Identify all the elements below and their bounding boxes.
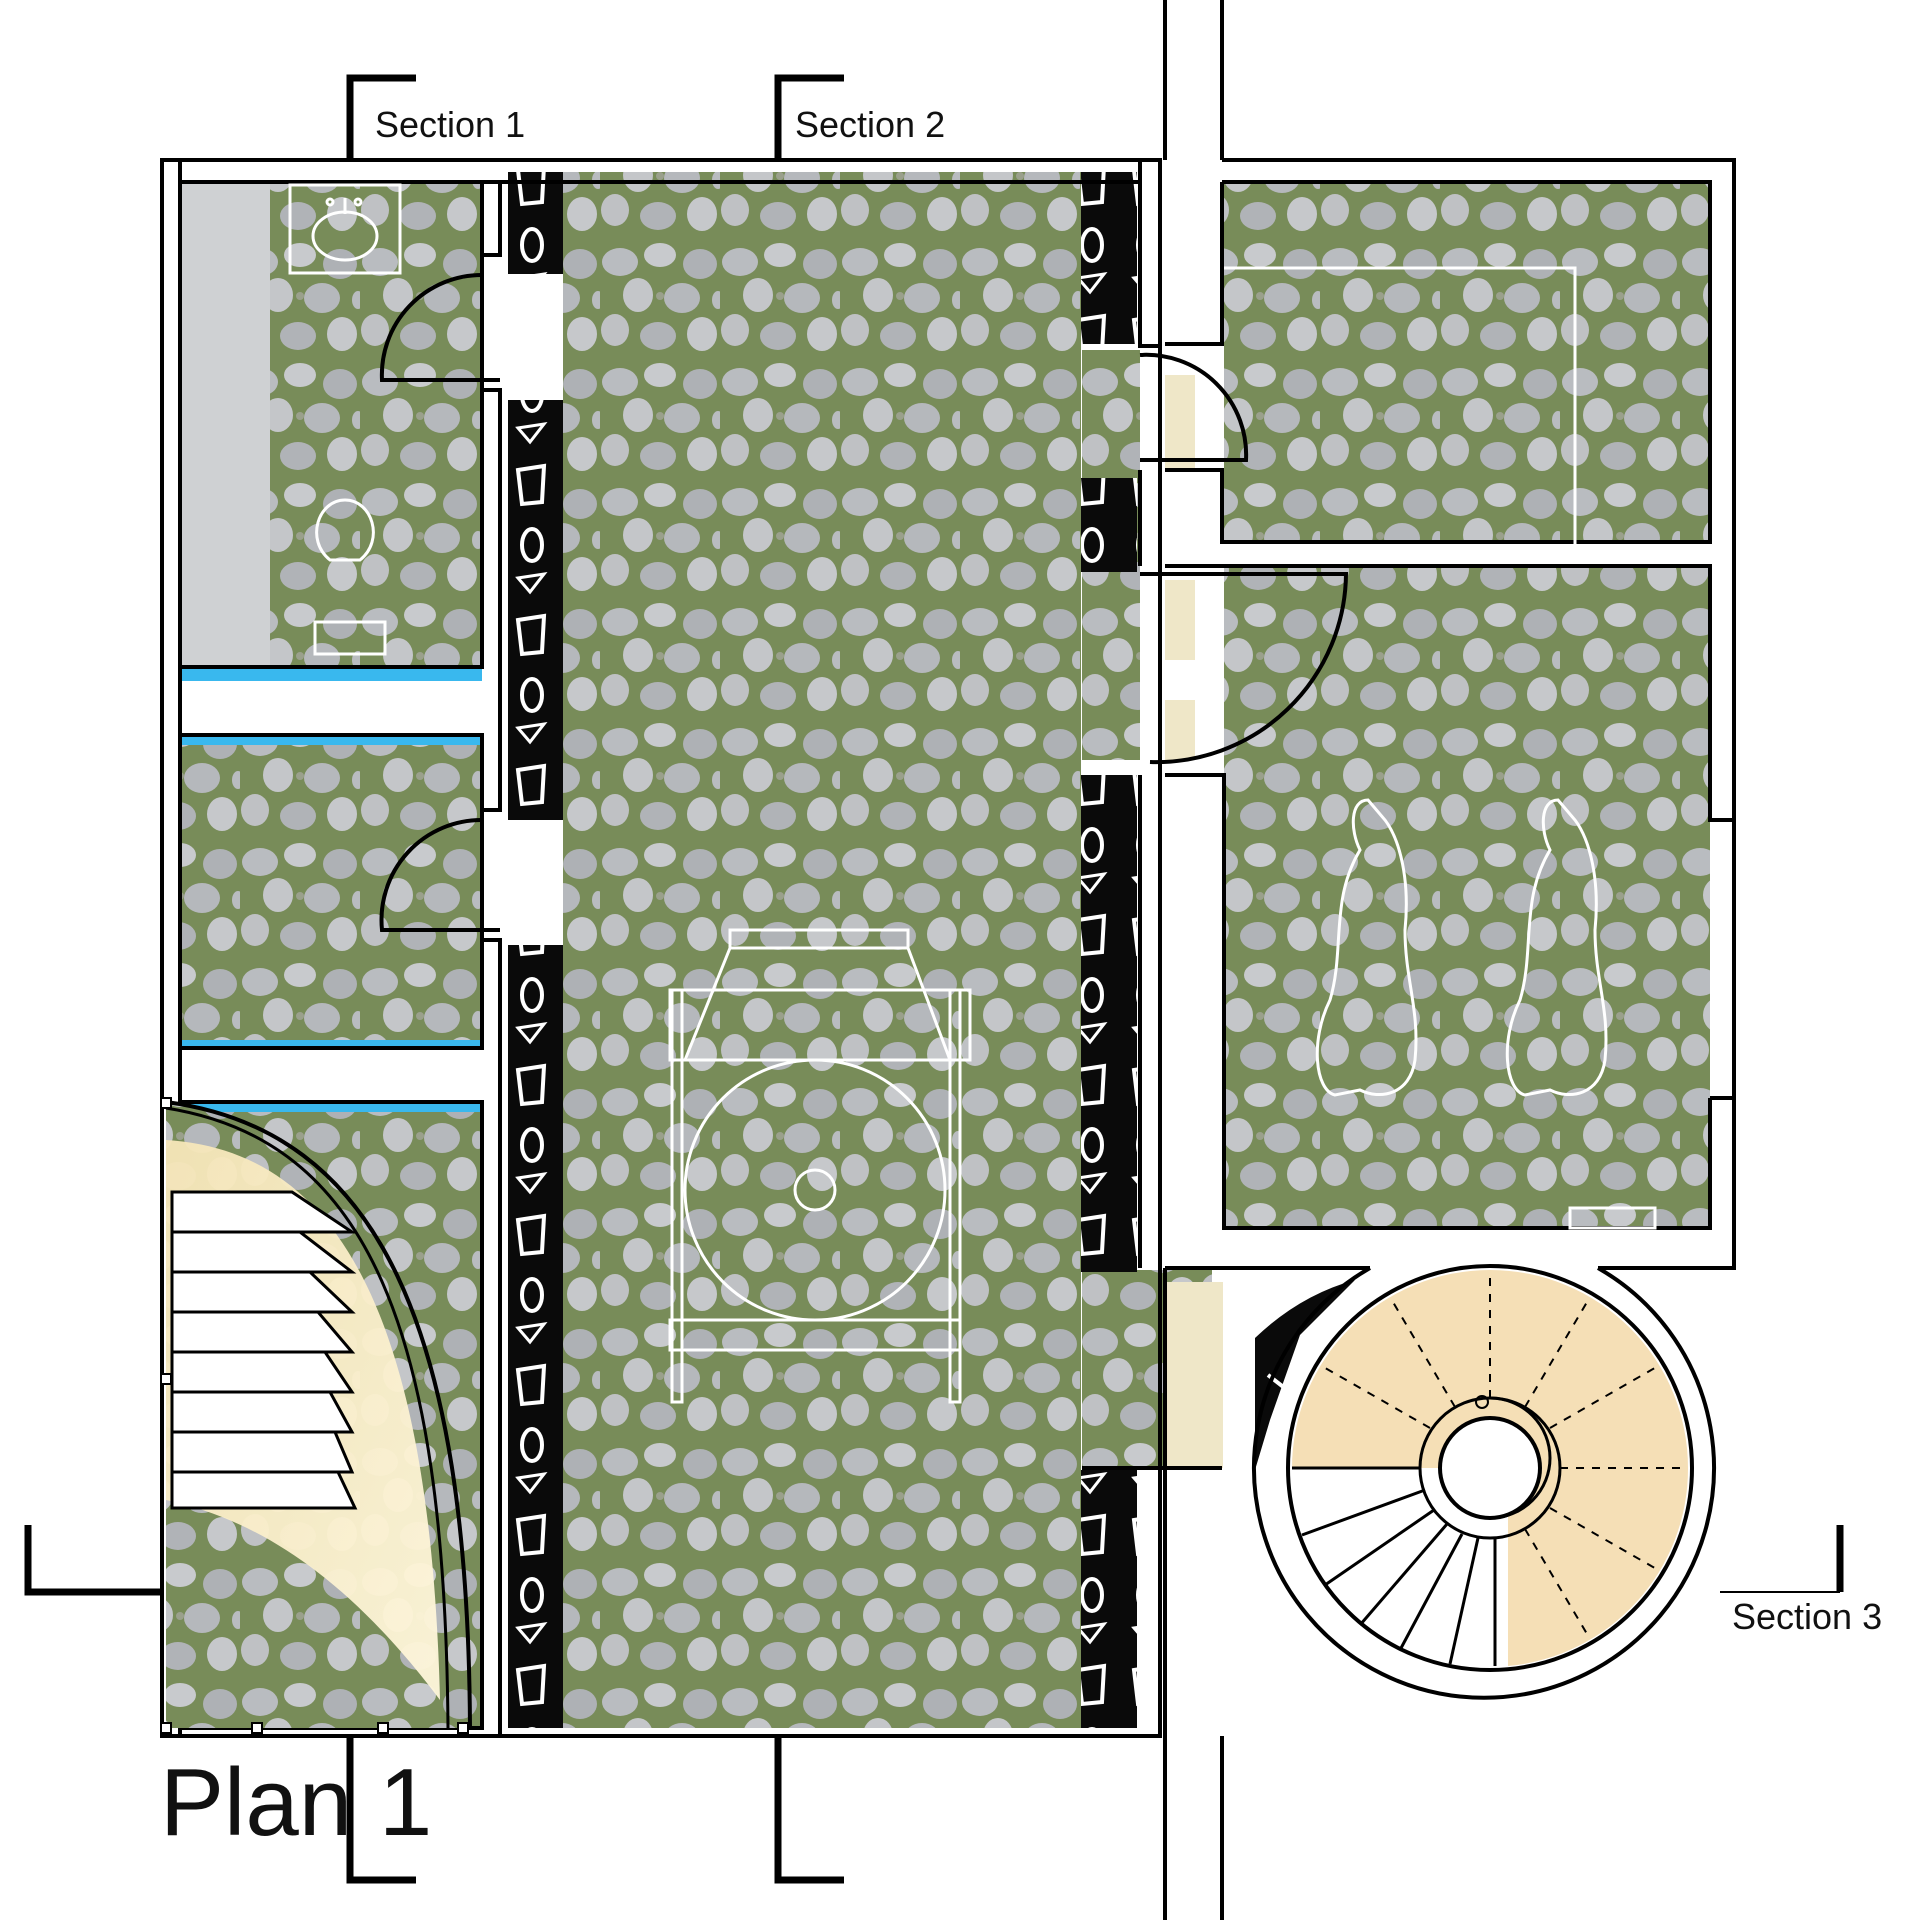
- sink-icon: [288, 183, 402, 275]
- bath-water-strip: [180, 667, 482, 681]
- central-furniture: [668, 928, 972, 1404]
- shower-area: [180, 182, 270, 667]
- decorative-black-bands: [508, 172, 1355, 1728]
- spiral-solid-treads: [1292, 1466, 1497, 1666]
- lower-right-room-floor: [1224, 565, 1710, 1228]
- section-markers: [24, 74, 1844, 1884]
- toilet-icon: [315, 498, 375, 562]
- small-room-floor: [180, 735, 482, 1048]
- plan-title: Plan 1: [160, 1749, 433, 1856]
- section-2-label: Section 2: [795, 104, 946, 145]
- spiral-staircase: [1252, 1264, 1716, 1700]
- stair-treads: [170, 1190, 358, 1510]
- spiral-dashed-treads: [1319, 1270, 1688, 1640]
- window-hatch: [1710, 850, 1730, 1080]
- section-1-label: Section 1: [375, 104, 526, 145]
- bathroom-fixtures: [288, 183, 402, 656]
- upper-right-room-floor: [1224, 182, 1710, 542]
- central-hall-floor: [563, 172, 1081, 1728]
- straight-staircase: [160, 1097, 472, 1734]
- door-swings: [379, 272, 1349, 932]
- sculpture-outlines: [1224, 266, 1657, 1230]
- section-3-label: Section 3: [1732, 1596, 1883, 1637]
